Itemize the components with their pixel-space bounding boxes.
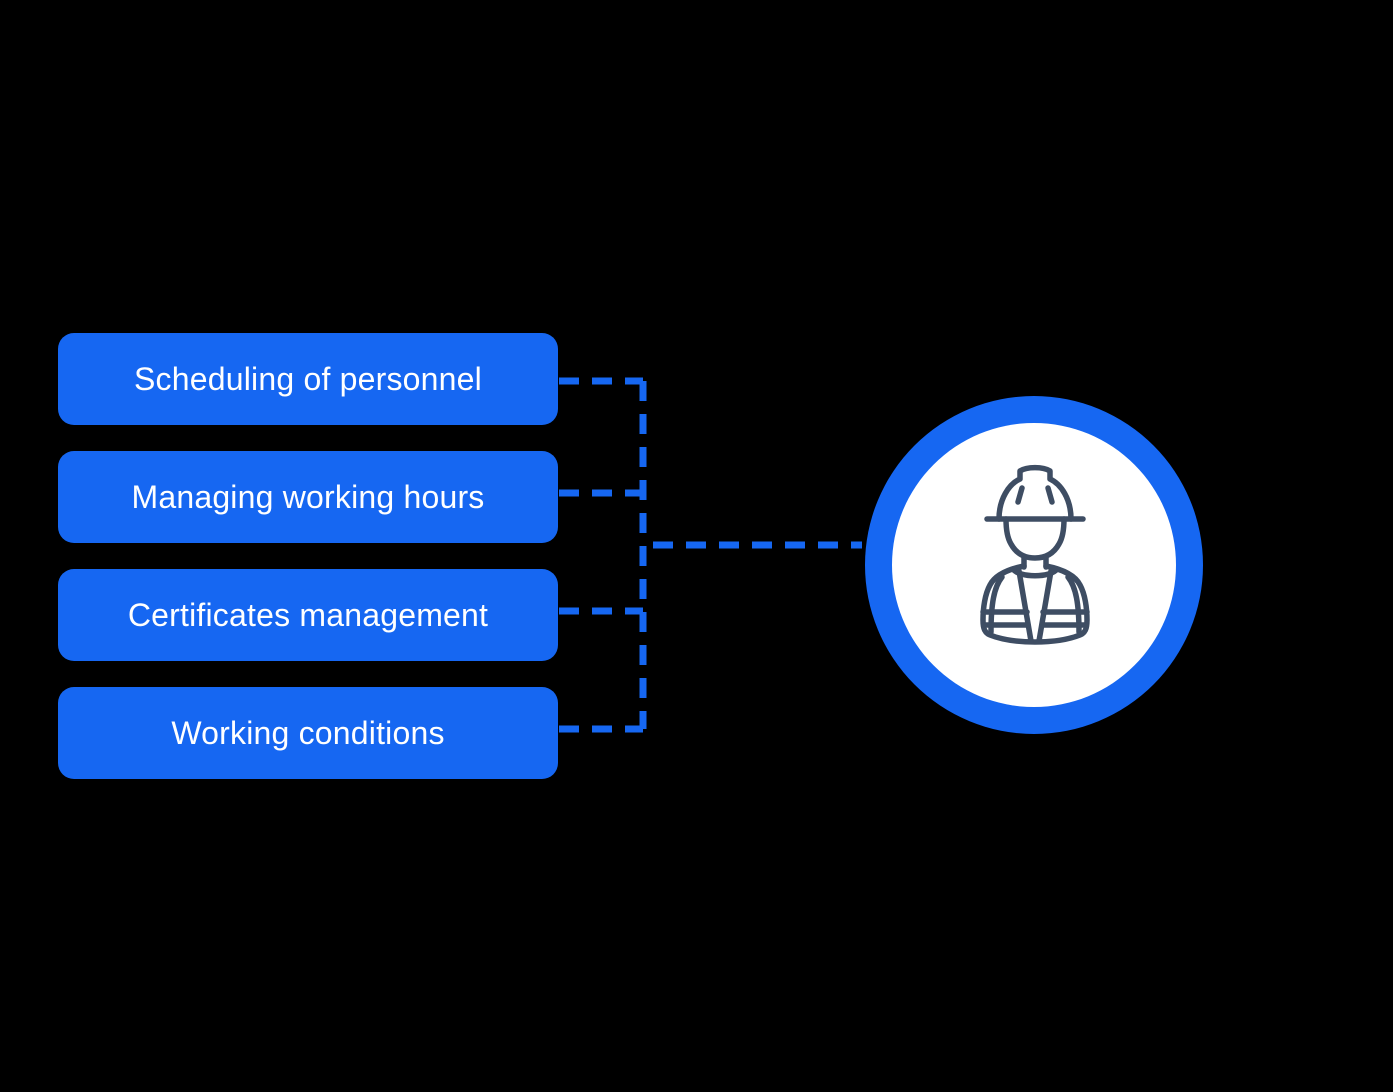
- hard-hat-dome: [996, 464, 1074, 522]
- face-outline: [1003, 516, 1067, 561]
- hat-ridge-right: [1045, 485, 1055, 505]
- node-managing-working-hours: Managing working hours: [58, 451, 558, 543]
- node-working-conditions: Working conditions: [58, 687, 558, 779]
- lapel-left: [1016, 568, 1034, 644]
- worker-circle-badge: [865, 396, 1203, 734]
- node-certificates-management: Certificates management: [58, 569, 558, 661]
- lapel-right: [1036, 568, 1054, 644]
- construction-worker-icon: [980, 464, 1090, 645]
- node-label: Certificates management: [127, 596, 489, 633]
- hat-ridge-left: [1015, 485, 1025, 505]
- node-scheduling-of-personnel: Scheduling of personnel: [58, 333, 558, 425]
- collar: [1010, 566, 1060, 579]
- node-label: Managing working hours: [131, 478, 485, 515]
- node-label: Working conditions: [171, 714, 445, 751]
- node-label: Scheduling of personnel: [134, 360, 482, 397]
- vest-outline: [980, 563, 1090, 645]
